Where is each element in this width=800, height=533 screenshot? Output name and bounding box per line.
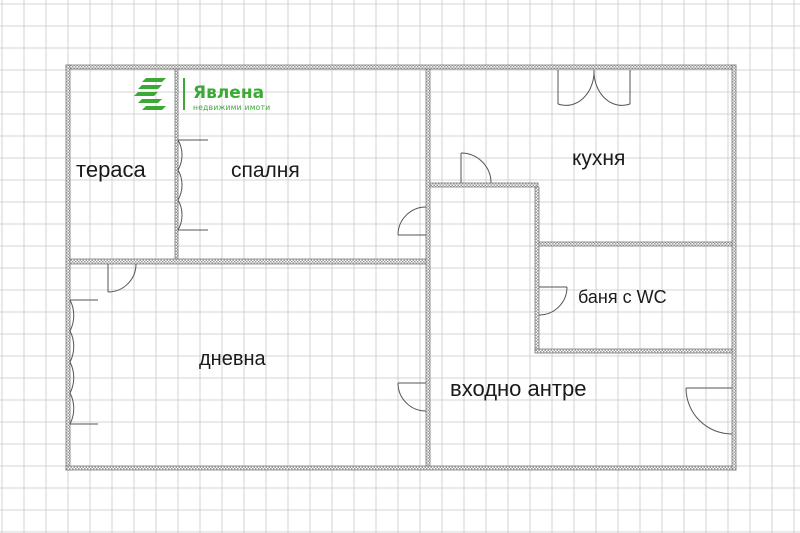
terrace-bedroom-wall xyxy=(174,68,179,260)
room-label-living-room: дневна xyxy=(199,348,267,370)
corridor-wall-right xyxy=(534,186,540,353)
door-living-door xyxy=(107,263,137,293)
bedroom-living-wall xyxy=(69,258,429,265)
door-bedroom-door xyxy=(397,206,427,236)
outer-wall-right xyxy=(731,64,737,471)
room-label-bedroom: спалня xyxy=(231,159,300,182)
outer-wall-bottom xyxy=(65,465,737,471)
door-bathroom-door xyxy=(538,286,568,316)
central-wall xyxy=(425,68,431,467)
corridor-wall-top xyxy=(429,182,539,188)
logo-divider xyxy=(183,78,185,110)
bathroom-wall-bottom xyxy=(534,348,733,354)
room-label-entrance-hall: входно антре xyxy=(450,376,586,401)
door-living-window-2 xyxy=(69,330,75,363)
door-living-window-4 xyxy=(69,392,98,425)
door-kitchen-window-right xyxy=(593,69,631,106)
walls xyxy=(65,64,737,471)
outer-wall-top xyxy=(65,64,737,70)
door-terrace-window-3 xyxy=(177,199,208,231)
logo-name: Явлена xyxy=(193,83,264,103)
doors xyxy=(69,69,733,435)
door-entrance-door xyxy=(685,387,733,435)
logo-mark-icon xyxy=(134,78,166,110)
door-terrace-window-1 xyxy=(177,139,208,171)
room-label-kitchen: кухня xyxy=(572,147,625,170)
door-kitchen-window-left xyxy=(557,69,595,106)
door-living-hall-door xyxy=(397,382,427,412)
door-corridor-door xyxy=(460,152,492,184)
door-terrace-window-2 xyxy=(177,169,183,201)
outer-wall-left xyxy=(65,64,71,471)
door-living-window-1 xyxy=(69,299,98,332)
room-label-terrace: тераса xyxy=(76,157,147,182)
room-label-bathroom: баня с WC xyxy=(578,287,667,307)
logo: Явлена недвижими имоти xyxy=(134,78,270,112)
bathroom-wall-top xyxy=(538,241,733,247)
door-living-window-3 xyxy=(69,361,75,394)
logo-tagline: недвижими имоти xyxy=(193,103,270,112)
